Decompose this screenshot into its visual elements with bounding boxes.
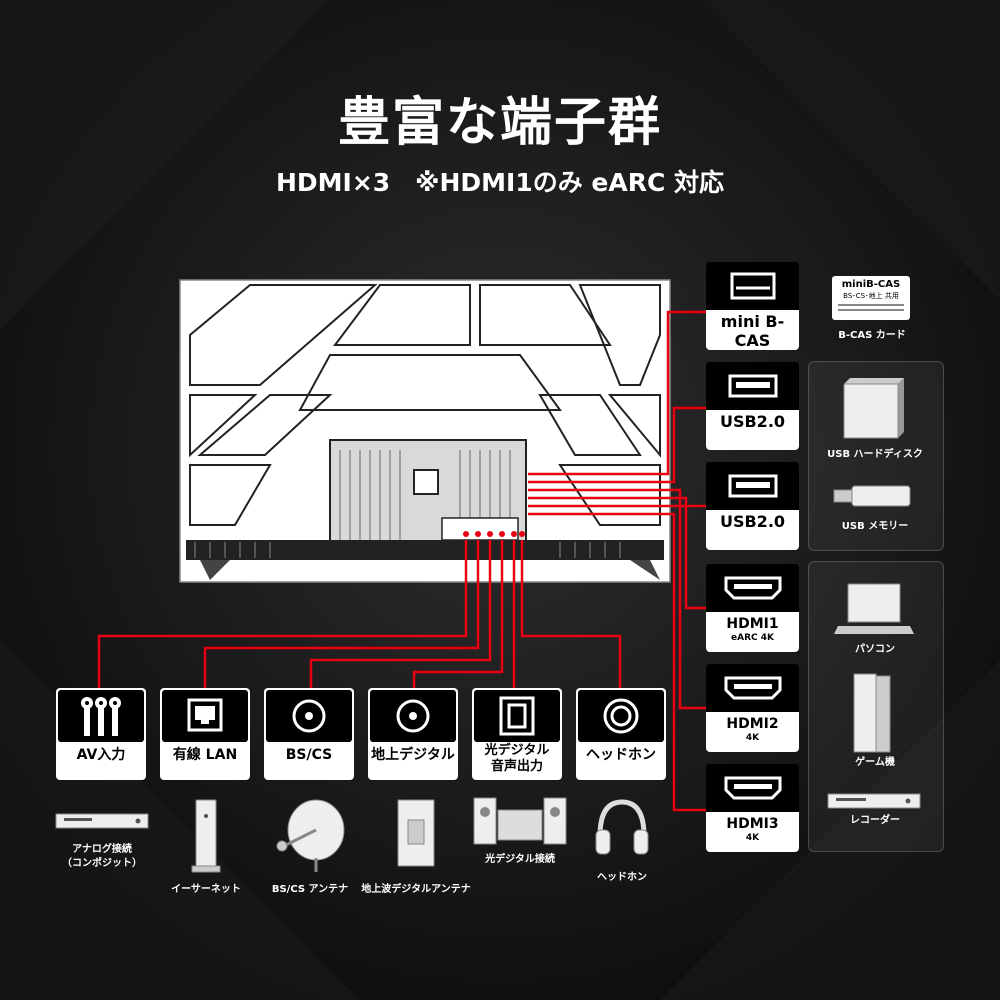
page-subtitle: HDMI×3 ※HDMI1のみ eARC 対応 [275, 168, 725, 197]
page-title: 豊富な端子群 [337, 93, 662, 153]
device-label-bs-cs-antenna: BS/CS アンテナ [271, 884, 349, 895]
port-label: HDMI2 [726, 716, 779, 732]
tv-rear-panel [179, 279, 671, 583]
device-label-ethernet: イーサーネット [171, 884, 241, 895]
hard-disk-icon [843, 378, 904, 439]
port-terrestrial: 地上デジタル [368, 688, 458, 780]
port-label-line1: 光デジタル [484, 743, 550, 758]
device-label-line2: （コンポジット） [62, 858, 142, 869]
port-label: HDMI1 [726, 616, 779, 632]
router-icon [191, 799, 221, 873]
port-sublabel: eARC 4K [731, 633, 774, 643]
connection-lines [97, 310, 706, 812]
port-av-input: AV入力 [56, 688, 146, 780]
satellite-dish-icon [276, 799, 345, 872]
port-sublabel: 4K [745, 733, 760, 743]
optical-port-icon [499, 696, 535, 736]
bcas-card-title: miniB-CAS [841, 279, 901, 290]
port-label: 光デジタル 音声出力 [472, 743, 562, 775]
device-label-terrestrial-antenna: 地上波デジタルアンテナ [361, 884, 471, 895]
device-label-analog: アナログ接続 （コンポジット） [40, 843, 164, 871]
port-label: AV入力 [76, 747, 126, 763]
port-hdmi-1: HDMI1 eARC 4K [706, 564, 799, 652]
usb-port-icon [728, 374, 778, 398]
port-label: USB2.0 [719, 512, 786, 531]
headphones-icon [595, 799, 649, 855]
port-bs-cs: BS/CS [264, 688, 354, 780]
card-slot-icon [730, 272, 776, 300]
device-label-optical: 光デジタル接続 [485, 854, 555, 865]
port-optical: 光デジタル 音声出力 [472, 688, 562, 780]
port-label: 地上デジタル [371, 747, 455, 763]
port-hdmi-3: HDMI3 4K [706, 764, 799, 852]
laptop-icon [834, 583, 914, 634]
port-usb-1: USB2.0 [706, 362, 799, 450]
device-label-usb-memory: USB メモリー [841, 521, 909, 532]
port-headphone: ヘッドホン [576, 688, 666, 780]
device-label-pc: パソコン [855, 644, 895, 655]
port-sublabel: 4K [745, 833, 760, 843]
antenna-port-icon [396, 699, 430, 733]
port-mini-bcas: mini B-CAS [706, 262, 799, 350]
usb-memory-icon [833, 485, 911, 507]
bcas-card-icon: miniB-CAS BS･CS･地上 共用 [832, 276, 910, 320]
port-label: mini B-CAS [720, 312, 785, 350]
port-lan: 有線 LAN [160, 688, 250, 780]
lan-port-icon [187, 698, 223, 732]
device-label-headphones: ヘッドホン [597, 872, 647, 883]
port-label: USB2.0 [719, 412, 786, 431]
bcas-card-subtext: BS･CS･地上 共用 [843, 292, 899, 300]
player-icon [55, 813, 149, 829]
headphone-jack-icon [603, 698, 639, 734]
rca-jacks-icon [81, 697, 121, 736]
recorder-icon [827, 793, 921, 809]
antenna-port-icon [292, 699, 326, 733]
hdmi-port-icon [724, 576, 782, 600]
hdmi-port-icon [724, 776, 782, 800]
port-label-line2: 音声出力 [490, 759, 543, 774]
device-label-game: ゲーム機 [855, 757, 895, 768]
wall-outlet-icon [397, 799, 435, 867]
device-label-recorder: レコーダー [850, 815, 900, 826]
usb-port-icon [728, 474, 778, 498]
device-label-line1: アナログ接続 [72, 844, 132, 855]
audio-system-icon [473, 797, 567, 845]
port-label: BS/CS [285, 747, 333, 763]
device-label-bcas: B-CAS カード [838, 330, 906, 341]
connection-dots [463, 531, 525, 537]
port-usb-2: USB2.0 [706, 462, 799, 550]
port-label: HDMI3 [726, 816, 779, 832]
device-label-usb-hdd: USB ハードディスク [827, 449, 923, 460]
port-label: 有線 LAN [172, 747, 238, 763]
game-console-icon [853, 673, 891, 753]
port-label: ヘッドホン [586, 747, 656, 763]
hdmi-port-icon [724, 676, 782, 700]
port-hdmi-2: HDMI2 4K [706, 664, 799, 752]
